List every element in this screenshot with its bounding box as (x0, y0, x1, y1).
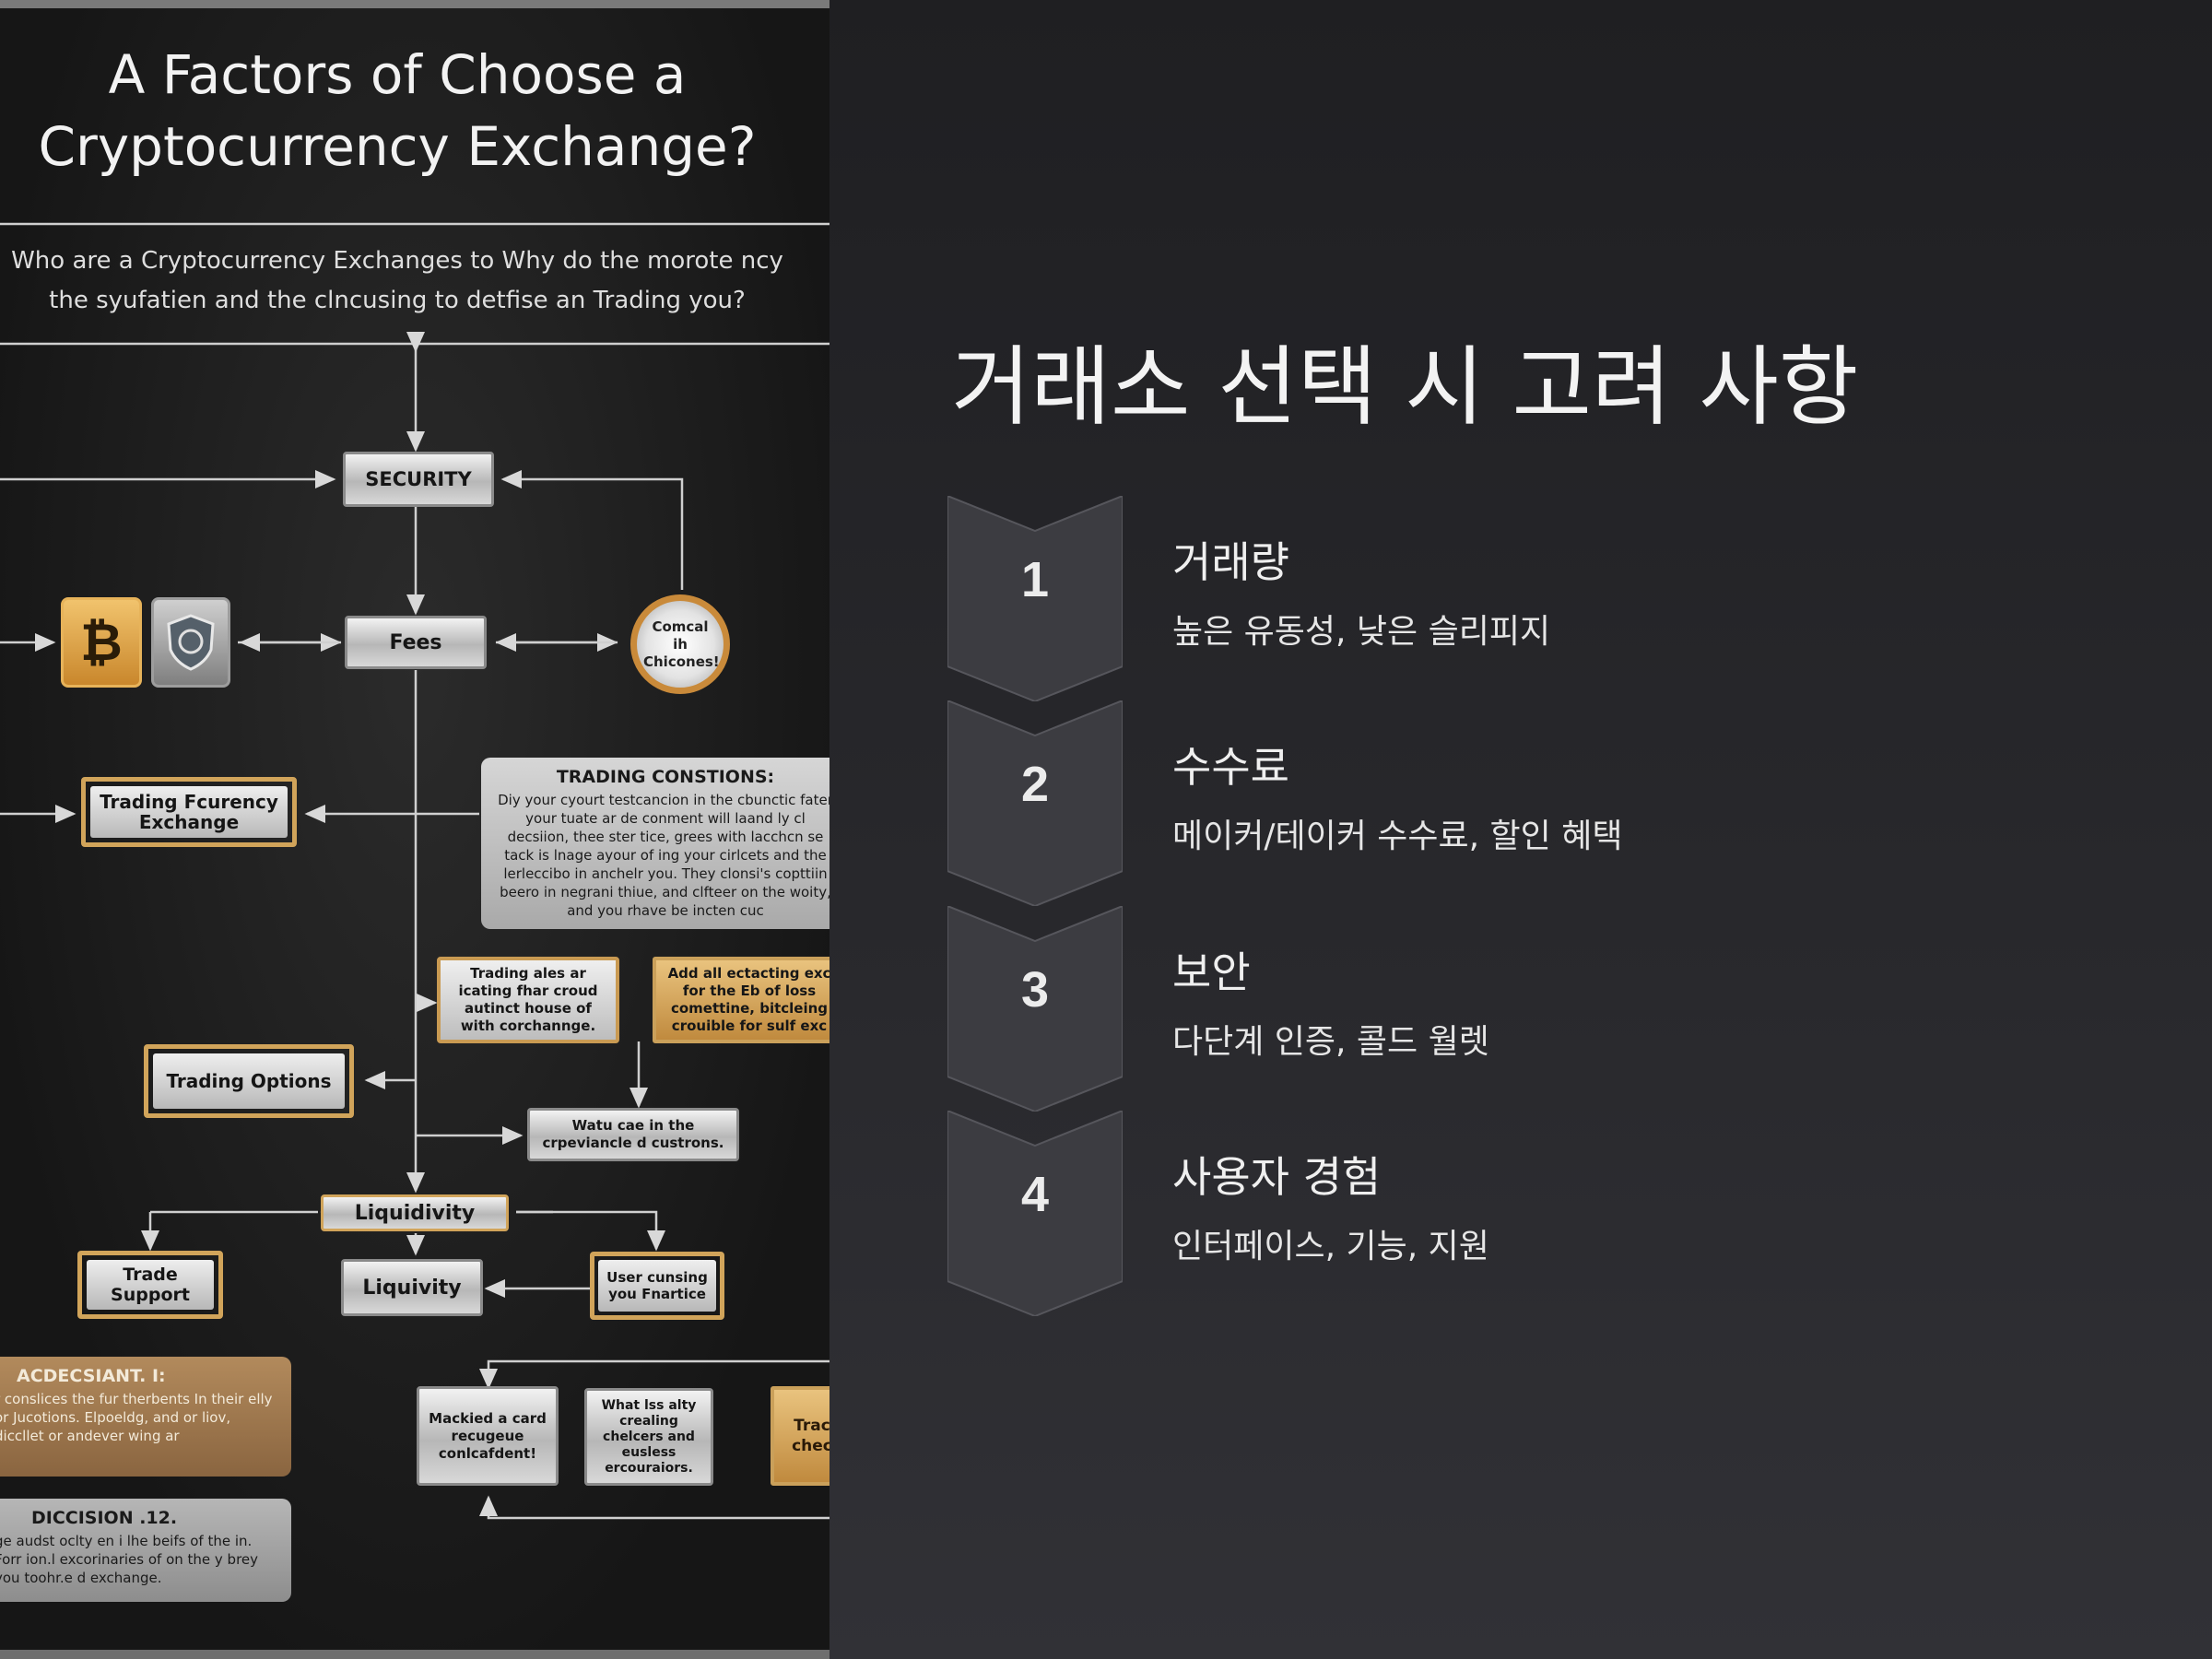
trading-options-box: Trading Options (144, 1044, 354, 1118)
liquivity-label: Liquivity (362, 1277, 461, 1300)
trading-ales-box: Trading ales ar icating fhar croud autin… (437, 957, 619, 1043)
step-number: 4 (947, 1166, 1123, 1223)
mackied-box: Mackied a card recugeue conlcafdent! (417, 1386, 559, 1486)
step-number: 2 (947, 756, 1123, 813)
step-description: 인터페이스, 기능, 지원 (1172, 1219, 1489, 1267)
trading-frequency-box: Trading Fcurency Exchange (81, 777, 297, 847)
liquidivity-box: Liquidivity (321, 1194, 509, 1231)
watu-cae-text: Watu cae in the crpeviancle d custrons. (537, 1117, 729, 1152)
step-item: 1 거래량 높은 유동성, 낮은 슬리피지 (947, 496, 2146, 701)
diccision-body: ge audst oclty en i lhe beifs of the in.… (0, 1532, 278, 1587)
bitcoin-coin-icon: ₿ (61, 597, 142, 688)
steps-list: 1 거래량 높은 유동성, 낮은 슬리피지 2 수수료 메이커/테이커 수수료,… (947, 496, 2146, 1325)
security-box: SECURITY (343, 452, 494, 507)
adecsiant-box: ACDECSIANT. I: r conslices the fur therb… (0, 1357, 291, 1477)
trading-conditions-body: Diy your cyourt testcancion in the cbunc… (494, 791, 830, 920)
step-title: 보안 (1172, 939, 1251, 1000)
step-number: 1 (947, 551, 1123, 608)
diccision-box: DICCISION .12. ge audst oclty en i lhe b… (0, 1499, 291, 1602)
badge-seal: Comcal ih Chicones! (630, 594, 730, 694)
step-title: 수수료 (1172, 734, 1289, 794)
step-description: 다단계 인증, 콜드 월렛 (1172, 1015, 1489, 1063)
user-cunsing-box: User cunsing you Fnartice (590, 1252, 724, 1320)
badge-text: Comcal ih Chicones! (643, 618, 717, 671)
add-all-text: Add all ectacting exc for the Eb of loss… (665, 965, 830, 1035)
diccision-title: DICCISION .12. (0, 1508, 278, 1528)
step-description: 메이커/테이커 수수료, 할인 혜택 (1172, 809, 1622, 857)
step-title: 거래량 (1172, 529, 1289, 590)
adecsiant-body: r conslices the fur therbents In their e… (0, 1390, 278, 1445)
step-item: 2 수수료 메이커/테이커 수수료, 할인 혜택 (947, 700, 2146, 906)
what-is-text: What lss alty crealing chelcers and eusl… (593, 1398, 705, 1477)
shield-coin-icon (151, 597, 230, 688)
trading-conditions-title: TRADING CONSTIONS: (494, 767, 830, 787)
adecsiant-title: ACDECSIANT. I: (0, 1366, 278, 1386)
trac-text: Trac chec (774, 1416, 830, 1456)
liquivity-box: Liquivity (341, 1259, 483, 1316)
user-cunsing-label: User cunsing you Fnartice (598, 1260, 716, 1312)
fees-label: Fees (389, 631, 441, 654)
mackied-text: Mackied a card recugeue conlcafdent! (425, 1410, 550, 1463)
trading-conditions-box: TRADING CONSTIONS: Diy your cyourt testc… (481, 758, 830, 929)
step-description: 높은 유동성, 낮은 슬리피지 (1172, 605, 1550, 653)
step-number: 3 (947, 961, 1123, 1018)
trading-frequency-label: Trading Fcurency Exchange (90, 786, 288, 838)
what-is-box: What lss alty crealing chelcers and eusl… (584, 1388, 713, 1486)
trade-support-box: Trade Support (77, 1251, 223, 1319)
trading-ales-text: Trading ales ar icating fhar croud autin… (450, 965, 606, 1035)
security-label: SECURITY (365, 468, 471, 490)
step-item: 4 사용자 경험 인터페이스, 기능, 지원 (947, 1111, 2146, 1316)
add-all-box: Add all ectacting exc for the Eb of loss… (653, 957, 830, 1043)
image-bottom-edge (0, 1650, 830, 1659)
infographic-image: A Factors of Choose a Cryptocurrency Exc… (0, 0, 830, 1659)
trading-options-label: Trading Options (153, 1053, 345, 1109)
watu-cae-box: Watu cae in the crpeviancle d custrons. (527, 1108, 739, 1161)
slide-title: 거래소 선택 시 고려 사항 (951, 328, 1858, 448)
step-item: 3 보안 다단계 인증, 콜드 월렛 (947, 906, 2146, 1112)
step-title: 사용자 경험 (1172, 1144, 1381, 1205)
trade-support-label: Trade Support (87, 1260, 214, 1310)
fees-box: Fees (345, 616, 487, 669)
trac-box: Trac chec (771, 1386, 830, 1486)
liquidivity-label: Liquidivity (355, 1202, 476, 1225)
